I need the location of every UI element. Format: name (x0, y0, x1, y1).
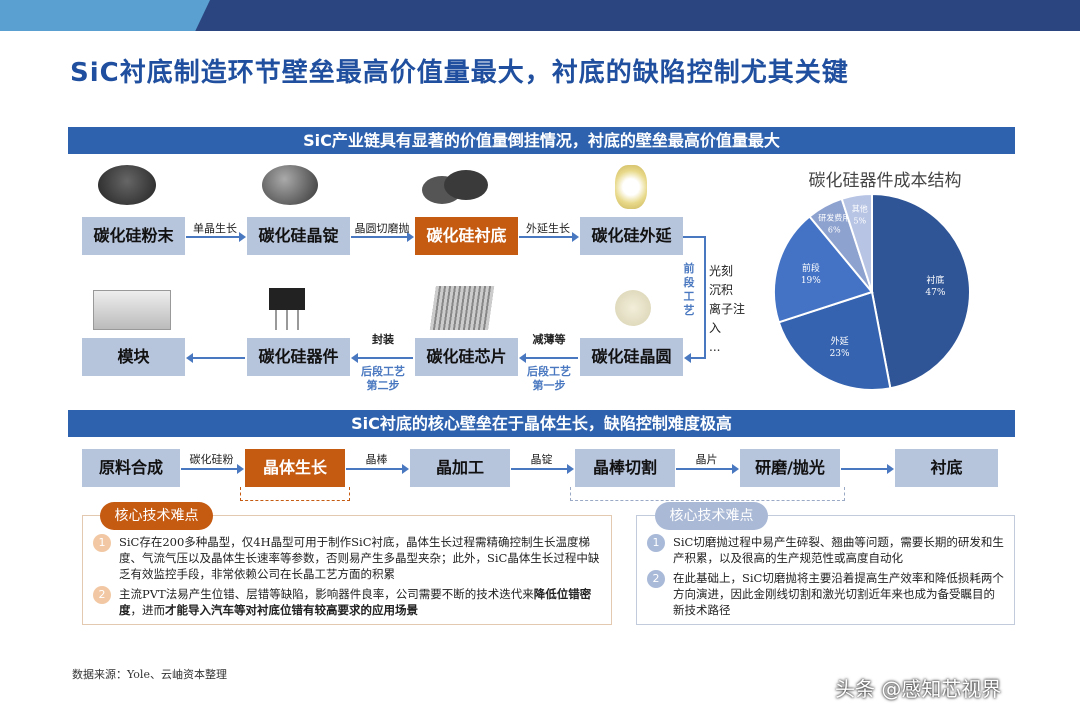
page-title: SiC衬底制造环节壁垒最高价值量最大，衬底的缺陷控制尤其关键 (70, 58, 849, 88)
difficulty-item: 2 在此基础上，SiC切磨抛将主要沿着提高生产效率和降低损耗两个方向演进，因此金… (647, 570, 1004, 618)
item-number: 1 (93, 534, 111, 552)
pie-value-label: 6% (828, 225, 841, 234)
pie-slice-2 (773, 215, 874, 324)
sic-powder-image (98, 165, 156, 205)
pie-value-label: 23% (830, 349, 850, 359)
chain-box-ingot: 碳化硅晶锭 (247, 217, 350, 255)
arrow-right (181, 464, 244, 474)
difficulty-item: 1 SiC存在200多种晶型，仅4H晶型可用于制作SiC衬底，晶体生长过程需精确… (93, 534, 601, 582)
process-box: 原料合成 (82, 449, 180, 487)
emphasis: 降低位错密度 (119, 587, 592, 617)
chain-box-epi: 碳化硅外延 (580, 217, 683, 255)
pie-category-label: 研发费用 (818, 212, 850, 222)
item-number: 2 (93, 586, 111, 604)
item-text: SiC存在200多种晶型，仅4H晶型可用于制作SiC衬底，晶体生长过程需精确控制… (119, 535, 600, 581)
arrow-label: 晶锭 (530, 453, 553, 466)
arrow-right (346, 464, 409, 474)
item-number: 2 (647, 570, 665, 588)
arrow-label: 晶棒 (365, 453, 388, 466)
front-process-steps: 光刻 沉积 离子注入 ... (709, 262, 753, 357)
wafer-image (615, 290, 651, 326)
chain-box-wafer: 碳化硅晶圆 (580, 338, 683, 376)
chip-image (429, 286, 495, 330)
section-banner-value-chain: SiC产业链具有显著的价值量倒挂情况，衬底的壁垒最高价值量最大 (68, 127, 1015, 154)
arrow-left (519, 353, 578, 363)
chart-title: 碳化硅器件成本结构 (808, 171, 962, 191)
arrow-label: 外延生长 (526, 222, 570, 235)
arrow-right (186, 232, 246, 242)
pie-chart: 衬底 47% 外延 23% 前段 19% 研发费用 6% 其他 5% (773, 192, 971, 391)
process-box: 晶加工 (410, 449, 510, 487)
arrow-right (841, 464, 894, 474)
pie-value-label: 47% (925, 288, 945, 298)
arrow-label: 晶圆切磨抛 (354, 222, 410, 235)
arrow-right (676, 464, 739, 474)
watermark: 头条 @感知芯视界 (835, 677, 1002, 701)
section-banner-core-barrier: SiC衬底的核心壁垒在于晶体生长，缺陷控制难度极高 (68, 410, 1015, 437)
difficulty-item: 1 SiC切磨抛过程中易产生碎裂、翘曲等问题，需要长期的研发和生产积累，以及很高… (647, 534, 1004, 566)
arrow-label: 减薄等 (532, 333, 566, 346)
arrow-label: 晶片 (695, 453, 718, 466)
arrow-right (511, 464, 574, 474)
difficulty-item: 2 主流PVT法易产生位错、层错等缺陷，影响器件良率，公司需要不断的技术迭代来降… (93, 586, 601, 618)
device-image (265, 288, 309, 330)
top-bar-accent (0, 0, 210, 31)
item-text: 主流PVT法易产生位错、层错等缺陷，影响器件良率，公司需要不断的技术迭代来降低位… (119, 586, 601, 618)
chain-box-chip: 碳化硅芯片 (415, 338, 518, 376)
item-text: SiC切磨抛过程中易产生碎裂、翘曲等问题，需要长期的研发和生产积累，以及很高的生… (673, 535, 1004, 565)
item-text: 在此基础上，SiC切磨抛将主要沿着提高生产效率和降低损耗两个方向演进，因此金刚线… (673, 571, 1004, 617)
source-note: 数据来源：Yole、云岫资本整理 (72, 668, 227, 681)
arrow-label: 单晶生长 (193, 222, 237, 235)
emphasis: 才能导入汽车等对衬底位错有较高要求的应用场景 (165, 603, 418, 617)
left-panel-tag: 核心技术难点 (100, 502, 213, 530)
pie-category-label: 外延 (831, 335, 849, 347)
connector-line (683, 236, 705, 238)
left-difficulty-panel: 1 SiC存在200多种晶型，仅4H晶型可用于制作SiC衬底，晶体生长过程需精确… (82, 515, 612, 625)
arrow-left (684, 353, 706, 363)
sic-substrate-image (422, 170, 492, 208)
process-box: 研磨/抛光 (740, 449, 840, 487)
process-box-highlight: 晶体生长 (245, 449, 345, 487)
pie-value-label: 19% (801, 276, 821, 286)
connector-line (704, 236, 706, 358)
arrow-sub-label: 后段工艺第一步 (527, 365, 571, 392)
chain-box-powder: 碳化硅粉末 (82, 217, 185, 255)
pie-category-label: 衬底 (926, 274, 944, 286)
arrow-label: 封装 (372, 333, 394, 346)
sic-epi-image (615, 165, 647, 209)
step: 沉积 (709, 283, 734, 297)
pie-category-label: 其他 (852, 204, 868, 214)
item-number: 1 (647, 534, 665, 552)
bracket-left (240, 487, 350, 501)
arrow-sub-label: 后段工艺第二步 (361, 365, 405, 392)
arrow-label: 碳化硅粉 (189, 453, 234, 466)
pie-slice-1 (777, 290, 892, 391)
process-box: 晶棒切割 (575, 449, 675, 487)
text: ，进而 (130, 603, 166, 617)
pie-value-label: 5% (853, 217, 866, 226)
text: 主流PVT法易产生位错、层错等缺陷，影响器件良率，公司需要不断的技术迭代来 (119, 587, 534, 601)
arrow-right (519, 232, 579, 242)
chain-box-device: 碳化硅器件 (247, 338, 350, 376)
sic-ingot-image (262, 165, 318, 205)
arrow-left (186, 353, 245, 363)
process-box: 衬底 (895, 449, 998, 487)
chain-box-module: 模块 (82, 338, 185, 376)
right-difficulty-panel: 1 SiC切磨抛过程中易产生碎裂、翘曲等问题，需要长期的研发和生产积累，以及很高… (636, 515, 1015, 625)
step: 光刻 (709, 264, 734, 278)
pie-category-label: 前段 (802, 262, 820, 274)
pie-slice-4 (840, 192, 873, 293)
bracket-right (570, 487, 845, 501)
pie-slice-0 (871, 192, 971, 390)
right-panel-tag: 核心技术难点 (655, 502, 768, 530)
module-image (93, 290, 171, 330)
chain-box-substrate: 碳化硅衬底 (415, 217, 518, 255)
step: 离子注入 (709, 302, 746, 335)
arrow-right (351, 232, 414, 242)
arrow-left (351, 353, 413, 363)
step: ... (709, 340, 721, 354)
front-process-label: 前段工艺 (683, 262, 695, 317)
